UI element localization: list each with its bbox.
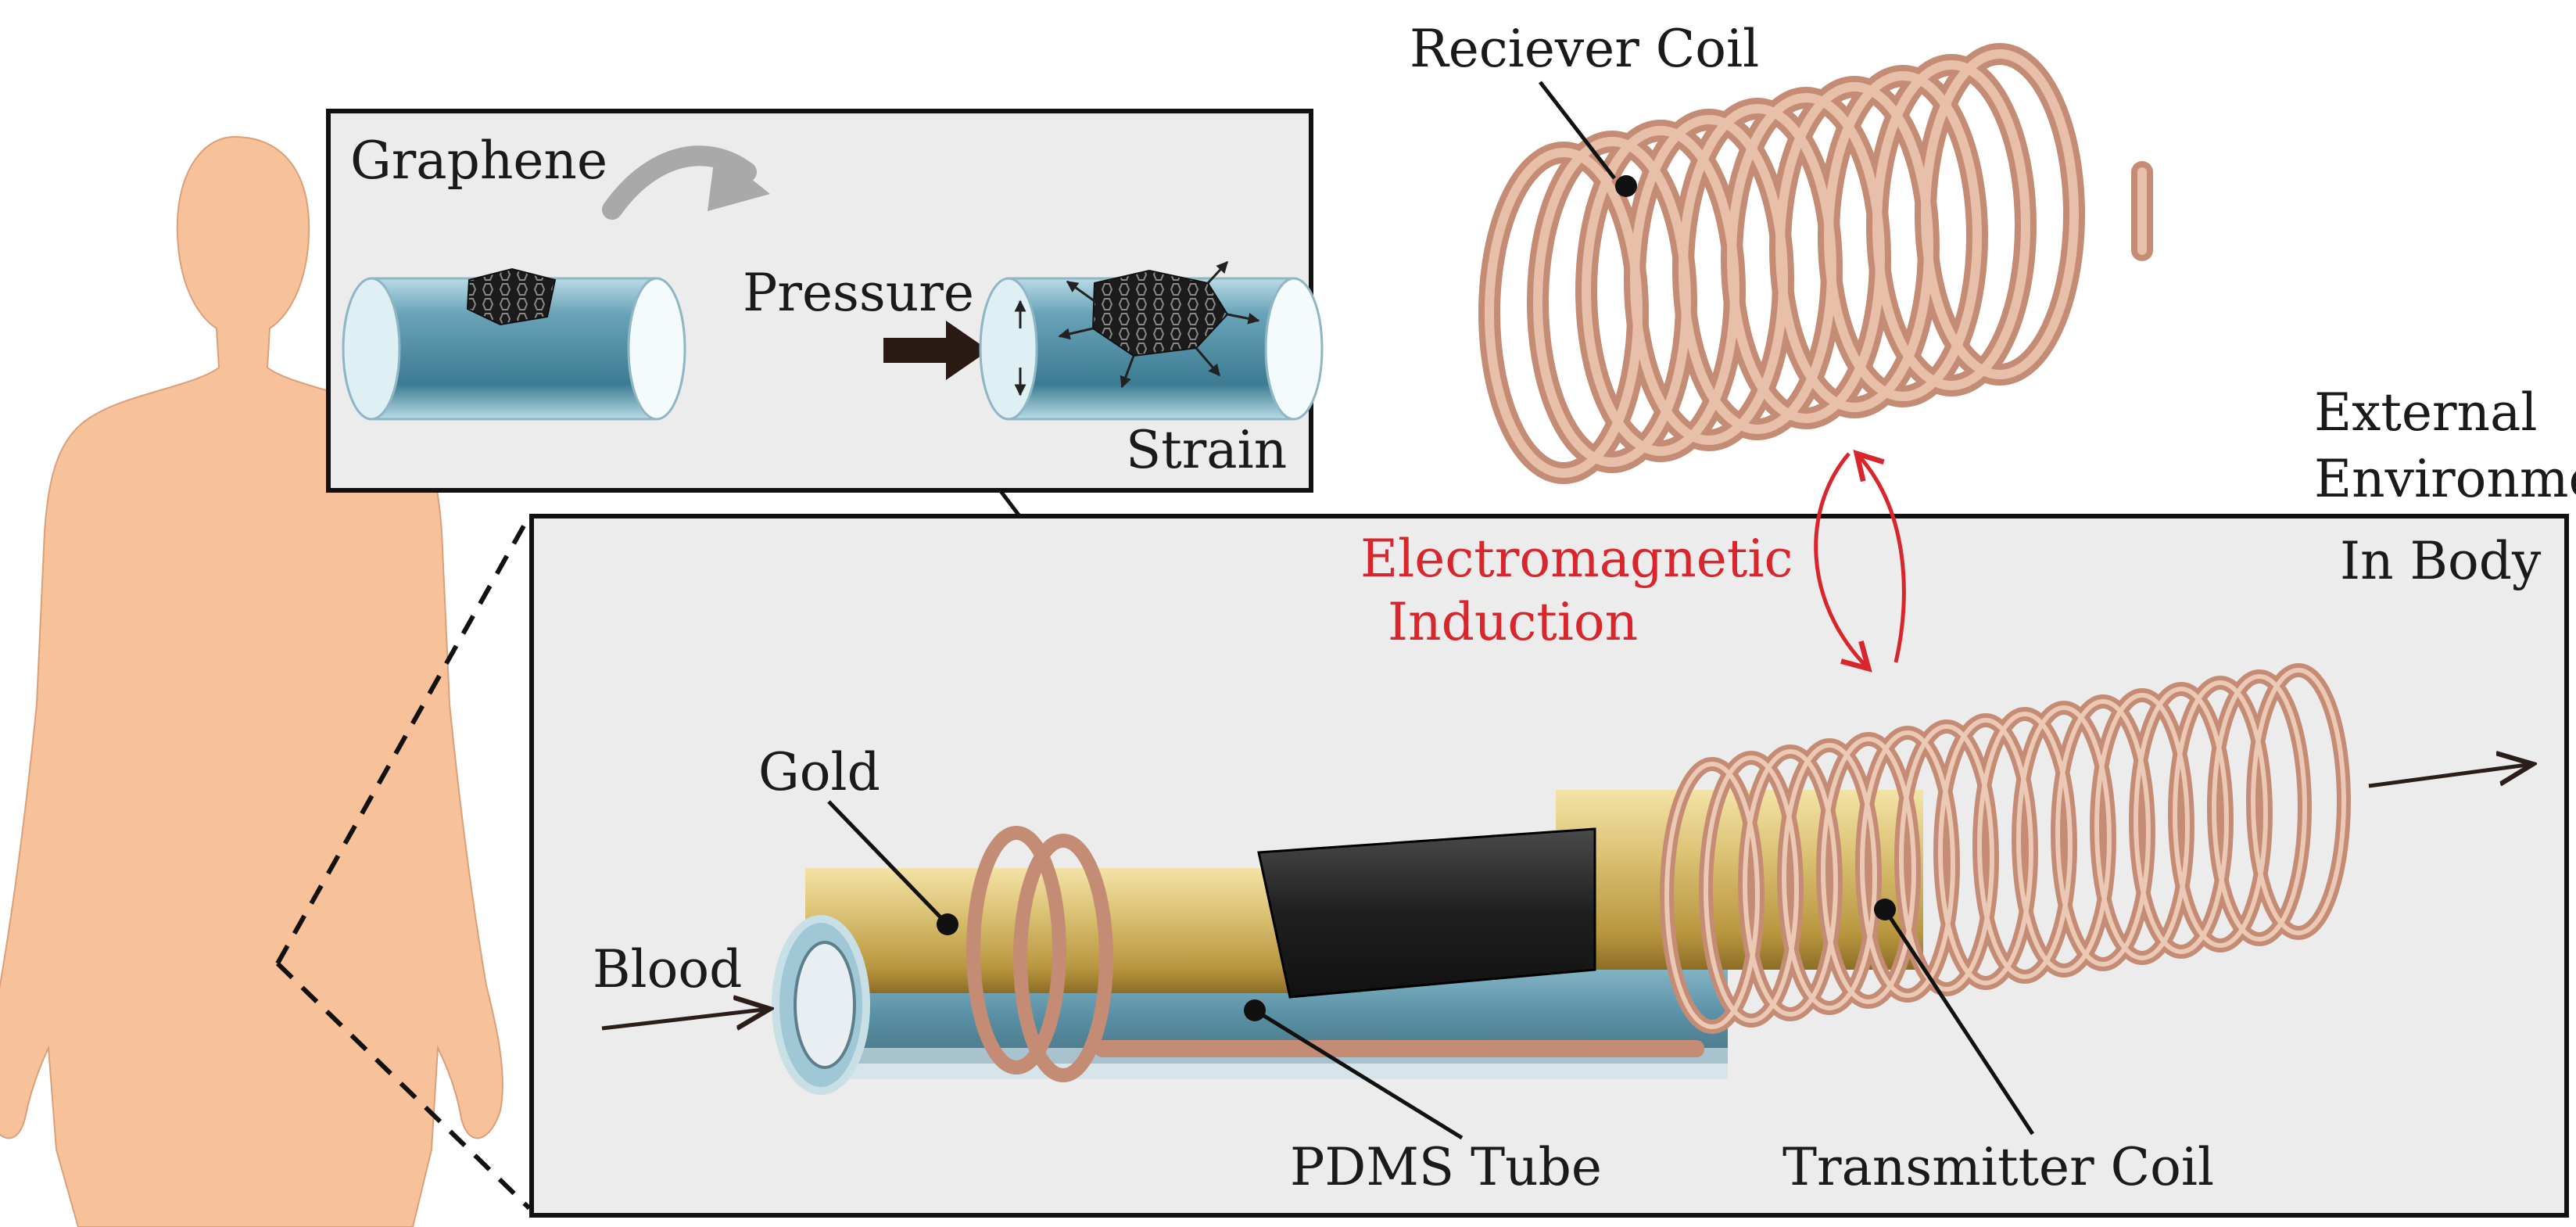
induction-label-1: Electromagnetic <box>1360 529 1793 589</box>
transmitter-coil-turn-highlight <box>1977 712 2073 979</box>
blood-outflow-arrow <box>2368 764 2533 788</box>
gold-label: Gold <box>758 742 880 802</box>
transform-arrow <box>602 145 757 220</box>
transmitter-coil-turn-highlight <box>2173 680 2268 948</box>
transmitter-coil-turn-highlight <box>2094 693 2190 960</box>
receiver-coil-leader <box>1539 81 1616 180</box>
in-body-label: In Body <box>2340 531 2542 591</box>
transmitter-coil-turn-highlight <box>1821 737 1916 1004</box>
receiver-coil-label: Reciever Coil <box>1410 19 1759 79</box>
gold-leader <box>827 800 944 920</box>
receiver-coil-turn-highlight <box>1824 71 1982 401</box>
transmitter-coil-turn-highlight <box>2251 668 2346 935</box>
strain-label: Strain <box>1126 420 1287 480</box>
pressure-arrow <box>883 321 989 380</box>
unstrained-tube <box>342 267 686 421</box>
receiver-coil-turn-highlight <box>1872 60 2030 390</box>
transmitter-coil-label: Transmitter Coil <box>1782 1137 2214 1197</box>
coil-loops-left <box>966 826 1113 1082</box>
graphene-inset-panel: Graphene Pressure <box>326 109 1324 493</box>
graphene-sheet-small <box>466 267 557 326</box>
transmitter-coil-leader <box>1887 915 2035 1136</box>
gold-electrode-left <box>805 868 1337 993</box>
transmitter-coil-turn-highlight <box>2134 687 2229 954</box>
transmitter-coil-turn-highlight <box>2055 699 2151 967</box>
pdms-tube-label: PDMS Tube <box>1290 1137 1602 1197</box>
transmitter-coil-turn-highlight <box>1782 743 1877 1010</box>
sensor-device <box>772 663 2351 1095</box>
graphene-label: Graphene <box>350 131 607 191</box>
strained-tube <box>979 260 1324 421</box>
induction-label-2: Induction <box>1388 592 1638 652</box>
pdms-tube-leader <box>1259 1011 1464 1140</box>
zoom-lines <box>275 515 532 1211</box>
graphene-sheet-strained <box>1091 269 1229 357</box>
external-environment-label-2: Environment <box>2314 449 2576 509</box>
transmitter-coil-turn-highlight <box>1704 755 1799 1023</box>
receiver-coil <box>1478 43 2153 484</box>
transmitter-coil <box>1660 663 2351 1034</box>
receiver-coil-turn-highlight <box>1921 49 2079 379</box>
transmitter-coil-turn-highlight <box>1743 749 1838 1017</box>
blood-label: Blood <box>593 939 742 999</box>
transmitter-coil-turn-highlight <box>1664 762 1760 1029</box>
pressure-label: Pressure <box>743 263 974 323</box>
transmitter-coil-turn-highlight <box>2016 705 2112 973</box>
external-environment-label-1: External <box>2314 382 2538 443</box>
transmitter-coil-turn-highlight <box>2212 674 2307 942</box>
strain-arrows <box>1014 260 1260 396</box>
blood-inflow-arrow <box>601 1009 770 1028</box>
graphene-strip <box>1257 827 1596 999</box>
induction-arrows <box>1814 450 1906 673</box>
transmitter-coil-turn-highlight <box>1938 718 2033 985</box>
transmitter-coil-turn-highlight <box>1899 724 1994 992</box>
transmitter-coil-turn-highlight <box>1860 730 1955 998</box>
